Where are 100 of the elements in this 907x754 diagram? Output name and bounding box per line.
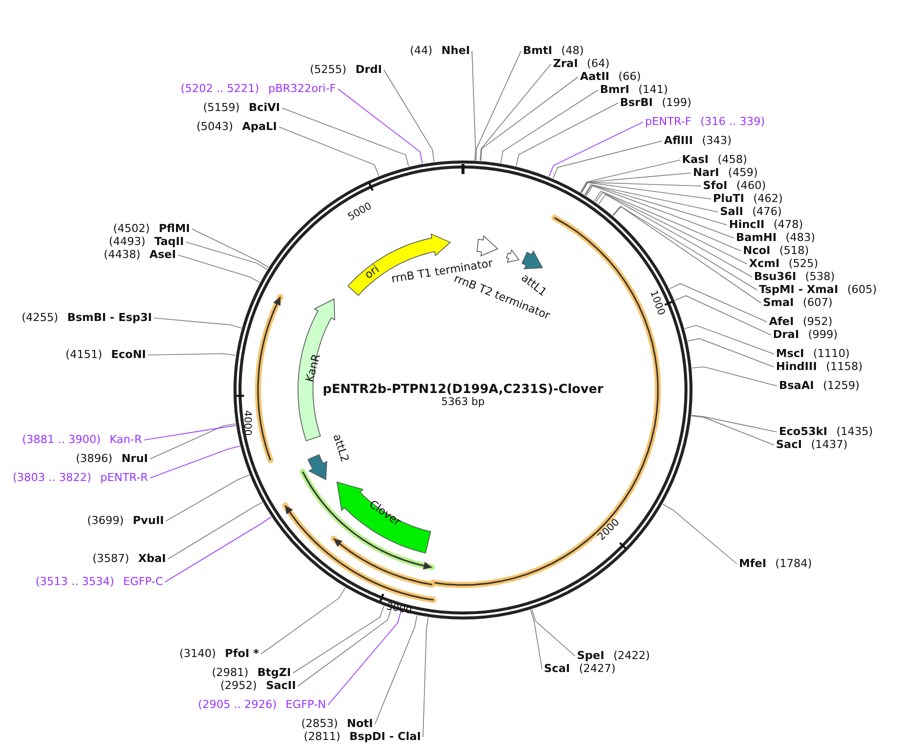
site-position: (3803 .. 3822) <box>12 471 92 485</box>
leader-line <box>532 609 576 656</box>
primer-name: pENTR-R <box>100 471 148 485</box>
leader-line <box>292 606 384 674</box>
leader-line <box>530 610 542 670</box>
enzyme-name: BtgZI <box>257 666 291 680</box>
leader-line <box>164 516 272 582</box>
enzyme-name: MscI <box>776 347 804 361</box>
leader-line <box>552 140 662 179</box>
site-position: (476) <box>752 205 782 219</box>
enzyme-name: AseI <box>149 248 176 262</box>
enzyme-name: SfoI <box>703 179 728 193</box>
enzyme-name: AfeI <box>769 315 794 329</box>
site-position: (343) <box>702 134 732 148</box>
site-position: (999) <box>808 328 838 342</box>
primer-name: EGFP-C <box>123 575 163 589</box>
enzyme-name: PflMI <box>158 222 190 236</box>
site-position: (462) <box>753 192 783 206</box>
leader-line <box>150 424 236 460</box>
site-position: (518) <box>779 244 809 258</box>
enzyme-name: PfoI * <box>224 647 259 661</box>
leader-line <box>580 160 680 193</box>
enzyme-name: NruI <box>121 452 148 466</box>
leader-line <box>422 617 429 738</box>
enzyme-name: DraI <box>773 328 800 342</box>
enzyme-name: PvuII <box>132 514 164 528</box>
leader-line <box>476 50 522 161</box>
site-position: (1784) <box>775 557 812 571</box>
enzyme-name: BsrBI <box>620 96 653 110</box>
enzyme-name: XcmI <box>749 257 780 271</box>
enzyme-name: NarI <box>693 166 720 180</box>
leader-line <box>192 228 269 268</box>
enzyme-name: Bsu36I <box>754 270 796 284</box>
site-position: (460) <box>736 179 766 193</box>
site-position: (605) <box>847 283 877 297</box>
enzyme-name: XbaI <box>138 552 166 566</box>
enzyme-name: BmtI <box>523 44 552 58</box>
leader-line <box>472 50 476 161</box>
site-position: (2853) <box>301 717 338 731</box>
feature-label: ori <box>362 262 382 282</box>
enzyme-name: AflIII <box>664 134 693 148</box>
site-position: (4493) <box>108 235 146 249</box>
site-position: (2811) <box>304 730 340 744</box>
enzyme-name: NheI <box>441 44 470 58</box>
enzyme-name: ApaLI <box>242 120 277 134</box>
leader-line <box>260 587 346 654</box>
site-position: (2422) <box>613 649 650 663</box>
site-position: (64) <box>586 57 610 71</box>
site-position: (3140) <box>179 647 216 661</box>
enzyme-name: ScaI <box>544 662 570 676</box>
site-position: (5159) <box>203 101 240 115</box>
enzyme-name: ZraI <box>553 57 578 71</box>
site-position: (459) <box>728 166 758 180</box>
leader-line <box>298 608 392 686</box>
leader-line <box>580 172 692 193</box>
leader-line <box>480 76 578 162</box>
enzyme-name: TspMI - XmaI <box>759 283 838 297</box>
leader-line <box>282 108 409 167</box>
leader-line <box>178 254 260 283</box>
enzyme-name: BamHI <box>736 231 777 245</box>
sequence-length: 5363 bp <box>441 396 485 408</box>
leader-line <box>594 190 742 252</box>
leader-line <box>328 611 402 706</box>
site-position: (3513 .. 3534) <box>36 575 114 589</box>
leader-line <box>144 425 236 440</box>
feature-label: attL2 <box>330 432 352 464</box>
leader-line <box>584 184 728 226</box>
enzyme-name: BciVI <box>248 101 280 115</box>
site-position: (5255) <box>310 63 346 77</box>
leader-line <box>374 615 418 724</box>
enzyme-name: HindIII <box>776 360 817 374</box>
leader-line <box>166 474 250 522</box>
leader-line <box>581 182 712 200</box>
site-position: (2427) <box>578 662 616 676</box>
site-position: (538) <box>805 270 835 284</box>
leader-line <box>384 70 434 162</box>
enzyme-name: MfeI <box>739 557 766 571</box>
site-position: (141) <box>638 83 668 97</box>
leader-line <box>580 182 702 193</box>
enzyme-name: NotI <box>346 717 373 731</box>
enzyme-name: TaqII <box>154 235 184 249</box>
enzyme-name: DrdI <box>355 63 382 77</box>
site-position: (2905 .. 2926) <box>198 698 277 712</box>
site-position: (66) <box>618 70 641 84</box>
site-position: (1158) <box>826 360 863 374</box>
enzyme-name: KasI <box>682 153 709 167</box>
leader-line <box>338 88 423 164</box>
leader-line <box>150 446 240 478</box>
leader-line <box>480 64 552 161</box>
leader-line <box>684 324 774 354</box>
leader-line <box>598 194 752 278</box>
enzyme-name: SalI <box>720 205 744 219</box>
site-position: (4151) <box>66 348 102 362</box>
site-position: (2981) <box>212 666 248 680</box>
enzyme-name: SmaI <box>763 296 794 310</box>
leader-line <box>548 122 644 178</box>
enzyme-name: EcoNI <box>111 348 146 362</box>
leader-line <box>674 295 772 336</box>
scale-label: 3000 <box>386 601 412 617</box>
enzyme-name: Eco53kI <box>779 425 828 439</box>
